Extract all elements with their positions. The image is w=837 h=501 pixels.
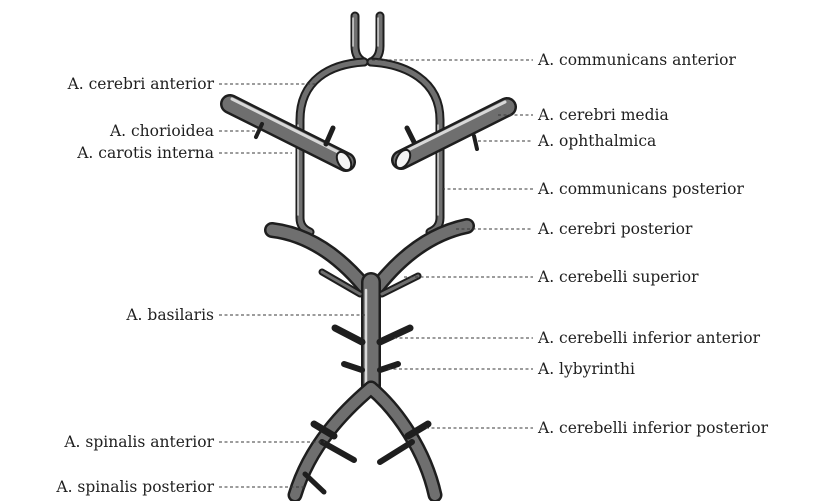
arterial-drawing <box>230 16 507 495</box>
posterior-vessels <box>272 226 467 495</box>
label-cerebelli-inferior-posterior: A. cerebelli inferior posterior <box>537 419 769 437</box>
label-ophthalmica: A. ophthalmica <box>537 132 656 150</box>
label-cerebri-posterior: A. cerebri posterior <box>537 220 693 238</box>
label-communicans-posterior: A. communicans posterior <box>537 180 744 198</box>
label-cerebri-anterior: A. cerebri anterior <box>67 75 215 93</box>
label-cerebelli-inferior-anterior: A. cerebelli inferior anterior <box>537 329 761 347</box>
label-carotis-interna: A. carotis interna <box>76 144 214 162</box>
right-labels: A. communicans anterior A. cerebri media… <box>537 51 769 437</box>
label-basilaris: A. basilaris <box>125 306 214 324</box>
label-spinalis-anterior: A. spinalis anterior <box>63 433 214 451</box>
label-cerebelli-superior: A. cerebelli superior <box>537 268 699 286</box>
carotid-vessels <box>230 99 507 173</box>
anterior-cerebral-vessels <box>353 16 380 62</box>
label-cerebri-media: A. cerebri media <box>537 106 669 124</box>
label-chorioidea: A. chorioidea <box>109 122 214 140</box>
left-labels: A. cerebri anterior A. chorioidea A. car… <box>55 75 214 496</box>
label-communicans-anterior: A. communicans anterior <box>537 51 736 69</box>
label-spinalis-posterior: A. spinalis posterior <box>55 478 214 496</box>
label-lybyrinthi: A. lybyrinthi <box>537 360 635 378</box>
